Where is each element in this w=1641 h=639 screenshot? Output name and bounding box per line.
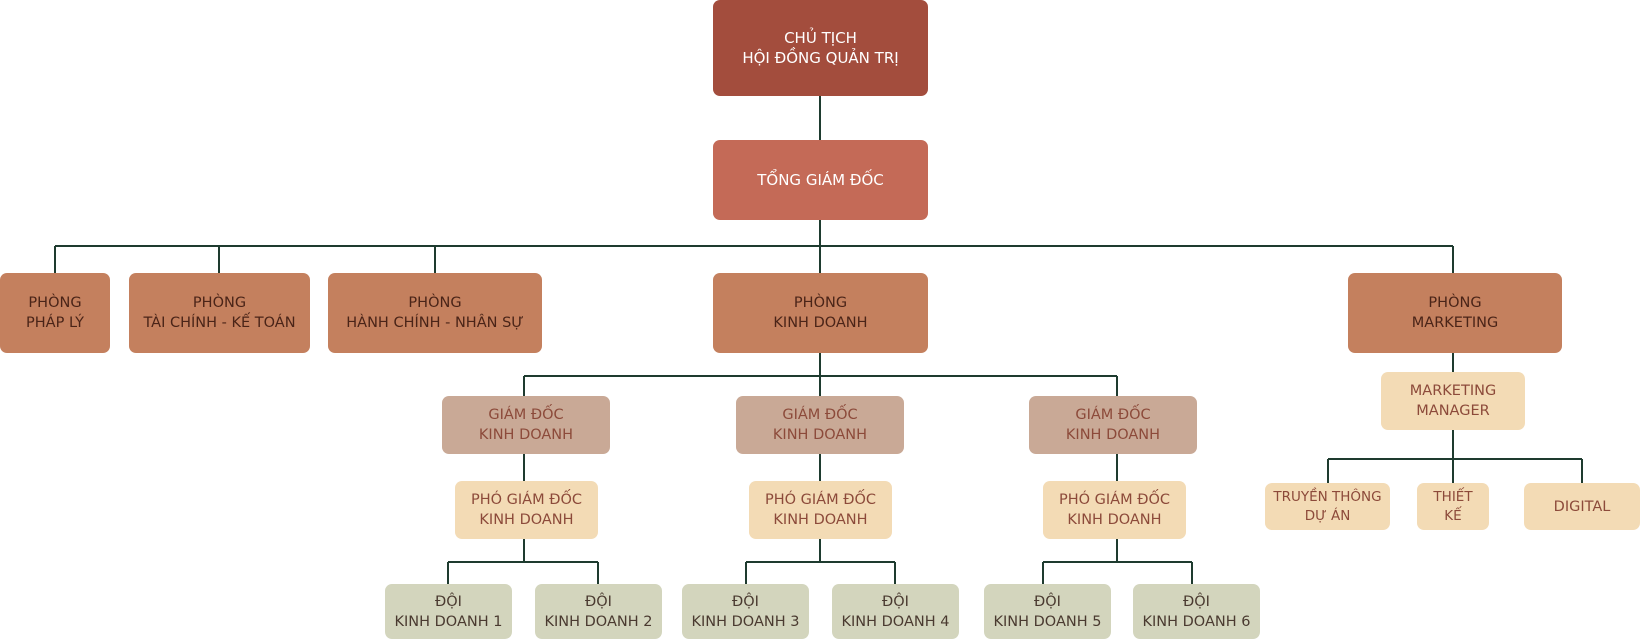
deputy-director-3-line1: PHÓ GIÁM ĐỐC bbox=[1059, 492, 1170, 508]
deputy-director-3-line2: KINH DOANH bbox=[1067, 512, 1162, 528]
sales-team-5-line2: KINH DOANH 5 bbox=[993, 613, 1102, 630]
sales-team-1-box: ĐỘI KINH DOANH 1 bbox=[385, 584, 512, 639]
sales-director-3-box: GIÁM ĐỐC KINH DOANH bbox=[1029, 396, 1197, 454]
sales-team-6-box: ĐỘI KINH DOANH 6 bbox=[1133, 584, 1260, 639]
finance-department-line1: PHÒNG bbox=[192, 295, 247, 311]
sales-team-2-line1: ĐỘI bbox=[585, 593, 612, 610]
sales-team-5-box: ĐỘI KINH DOANH 5 bbox=[984, 584, 1111, 639]
sales-department-line1: PHÒNG bbox=[793, 295, 848, 311]
sales-team-6-line2: KINH DOANH 6 bbox=[1142, 613, 1251, 630]
finance-department-box: PHÒNG TÀI CHÍNH - KẾ TOÁN bbox=[129, 273, 310, 353]
sales-team-4-line2: KINH DOANH 4 bbox=[841, 613, 950, 630]
design-line1: THIẾT bbox=[1433, 488, 1473, 505]
design-box: THIẾT KẾ bbox=[1417, 483, 1489, 530]
deputy-director-1-line1: PHÓ GIÁM ĐỐC bbox=[471, 492, 582, 508]
sales-team-5-line1: ĐỘI bbox=[1034, 593, 1061, 610]
sales-department-line2: KINH DOANH bbox=[773, 315, 868, 331]
sales-director-1-line2: KINH DOANH bbox=[478, 427, 574, 443]
deputy-director-1-box: PHÓ GIÁM ĐỐC KINH DOANH bbox=[455, 481, 598, 539]
deputy-director-3-box: PHÓ GIÁM ĐỐC KINH DOANH bbox=[1043, 481, 1186, 539]
sales-director-3-line2: KINH DOANH bbox=[1065, 427, 1161, 443]
sales-director-2-box: GIÁM ĐỐC KINH DOANH bbox=[736, 396, 904, 454]
sales-department-box: PHÒNG KINH DOANH bbox=[713, 273, 928, 353]
admin-hr-department-line2: HÀNH CHÍNH - NHÂN SỰ bbox=[346, 315, 524, 331]
marketing-department-line2: MARKETING bbox=[1411, 315, 1499, 331]
sales-team-3-box: ĐỘI KINH DOANH 3 bbox=[682, 584, 809, 639]
connector-deputy-teams-2 bbox=[745, 539, 896, 584]
deputy-director-2-box: PHÓ GIÁM ĐỐC KINH DOANH bbox=[749, 481, 892, 539]
sales-director-1-line1: GIÁM ĐỐC bbox=[488, 407, 564, 423]
project-communication-line2: DỰ ÁN bbox=[1304, 507, 1351, 524]
sales-director-1-box: GIÁM ĐỐC KINH DOANH bbox=[442, 396, 610, 454]
sales-team-1-line1: ĐỘI bbox=[435, 593, 462, 610]
sales-director-2-line2: KINH DOANH bbox=[772, 427, 868, 443]
sales-director-3-line1: GIÁM ĐỐC bbox=[1075, 407, 1151, 423]
admin-hr-department-line1: PHÒNG bbox=[408, 295, 462, 311]
finance-department-line2: TÀI CHÍNH - KẾ TOÁN bbox=[143, 315, 296, 331]
sales-director-2-line1: GIÁM ĐỐC bbox=[782, 407, 858, 423]
connector-sales-directors bbox=[523, 353, 1118, 396]
chairman-box: CHỦ TỊCH HỘI ĐỒNG QUẢN TRỊ bbox=[713, 0, 928, 96]
marketing-manager-line1: MARKETING bbox=[1409, 383, 1497, 399]
sales-team-2-box: ĐỘI KINH DOANH 2 bbox=[535, 584, 662, 639]
project-communication-line1: TRUYỀN THÔNG bbox=[1273, 488, 1382, 505]
sales-team-3-line1: ĐỘI bbox=[732, 593, 759, 610]
sales-team-3-line2: KINH DOANH 3 bbox=[691, 613, 800, 630]
marketing-department-line1: PHÒNG bbox=[1428, 295, 1482, 311]
legal-department-line2: PHÁP LÝ bbox=[26, 315, 84, 331]
project-communication-box: TRUYỀN THÔNG DỰ ÁN bbox=[1265, 483, 1390, 530]
sales-team-2-line2: KINH DOANH 2 bbox=[544, 613, 653, 630]
ceo-box: TỔNG GIÁM ĐỐC bbox=[713, 140, 928, 220]
deputy-director-2-line2: KINH DOANH bbox=[773, 512, 868, 528]
legal-department-box: PHÒNG PHÁP LÝ bbox=[0, 273, 110, 353]
marketing-department-box: PHÒNG MARKETING bbox=[1348, 273, 1562, 353]
chairman-label-line2: HỘI ĐỒNG QUẢN TRỊ bbox=[742, 49, 899, 67]
connector-deputy-teams-3 bbox=[1042, 539, 1193, 584]
ceo-label: TỔNG GIÁM ĐỐC bbox=[757, 171, 884, 189]
connector-manager-subteams bbox=[1327, 430, 1583, 483]
sales-team-4-line1: ĐỘI bbox=[882, 593, 909, 610]
design-line2: KẾ bbox=[1444, 507, 1462, 524]
legal-department-line1: PHÒNG bbox=[28, 295, 82, 311]
sales-team-1-line2: KINH DOANH 1 bbox=[394, 613, 503, 630]
sales-team-6-line1: ĐỘI bbox=[1183, 593, 1210, 610]
deputy-director-1-line2: KINH DOANH bbox=[479, 512, 574, 528]
deputy-director-2-line1: PHÓ GIÁM ĐỐC bbox=[765, 492, 876, 508]
admin-hr-department-box: PHÒNG HÀNH CHÍNH - NHÂN SỰ bbox=[328, 273, 542, 353]
connector-ceo-departments bbox=[54, 220, 1454, 273]
sales-team-4-box: ĐỘI KINH DOANH 4 bbox=[832, 584, 959, 639]
digital-label: DIGITAL bbox=[1553, 498, 1611, 515]
connector-deputy-teams-1 bbox=[447, 539, 599, 584]
marketing-manager-box: MARKETING MANAGER bbox=[1381, 372, 1525, 430]
chairman-label-line1: CHỦ TỊCH bbox=[784, 29, 857, 47]
marketing-manager-line2: MANAGER bbox=[1416, 403, 1490, 419]
digital-box: DIGITAL bbox=[1524, 483, 1640, 530]
